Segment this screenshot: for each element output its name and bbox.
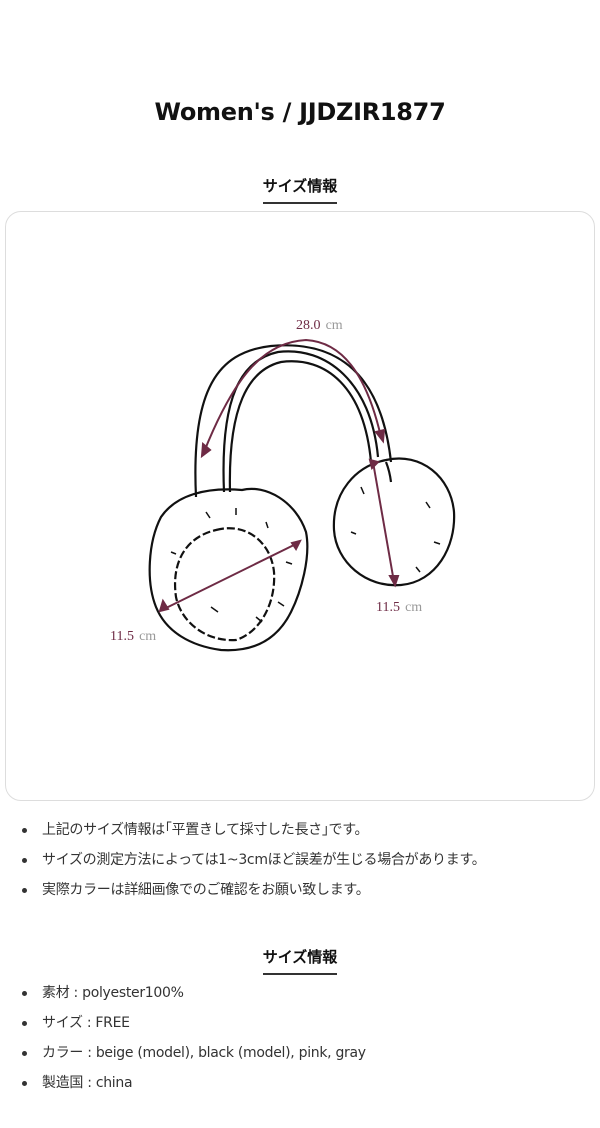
earmuff-diagram: 28.0 cm 11.5 cm 11.5 cm [110, 314, 456, 652]
size-diagram-box: 28.0 cm 11.5 cm 11.5 cm [5, 211, 595, 801]
headband-outer [194, 344, 393, 498]
earmuff-drawing [148, 344, 456, 652]
list-item: 素材 : polyester100% [22, 983, 592, 1013]
fur-strokes [170, 486, 441, 623]
list-item: 製造国 : china [22, 1073, 592, 1103]
info-heading: サイズ情報 [0, 946, 600, 975]
list-item: 上記のサイズ情報は｢平置きして採寸した長さ｣です。 [22, 820, 592, 850]
right-ear-measure-label: 11.5 cm [376, 596, 422, 615]
list-item: サイズ : FREE [22, 1013, 592, 1043]
arrow-head [374, 428, 386, 444]
page-title: Women's / JJDZIR1877 [154, 98, 446, 126]
headband-measure-label: 28.0 cm [296, 314, 343, 333]
list-item: 実際カラーは詳細画像でのご確認をお願い致します。 [22, 880, 592, 910]
size-heading: サイズ情報 [0, 175, 600, 204]
headband-mid [222, 350, 380, 493]
headband-measure [203, 338, 382, 453]
size-heading-text: サイズ情報 [262, 175, 338, 204]
arrow-head [200, 441, 212, 459]
right-earmuff [332, 457, 456, 587]
info-heading-text: サイズ情報 [262, 946, 338, 975]
list-item: サイズの測定方法によっては1~3cmほど誤差が生じる場合があります。 [22, 850, 592, 880]
left-earmuff-inner [173, 527, 276, 642]
measure-lines [158, 338, 400, 613]
product-info-list: 素材 : polyester100% サイズ : FREE カラー : beig… [22, 983, 592, 1103]
left-ear-measure [163, 542, 299, 610]
size-notes-list: 上記のサイズ情報は｢平置きして採寸した長さ｣です。 サイズの測定方法によっては1… [22, 820, 592, 910]
right-ear-measure [372, 461, 395, 583]
left-ear-measure-label: 11.5 cm [110, 625, 156, 644]
headband-inner [228, 360, 373, 493]
list-item: カラー : beige (model), black (model), pink… [22, 1043, 592, 1073]
left-earmuff [148, 487, 309, 652]
